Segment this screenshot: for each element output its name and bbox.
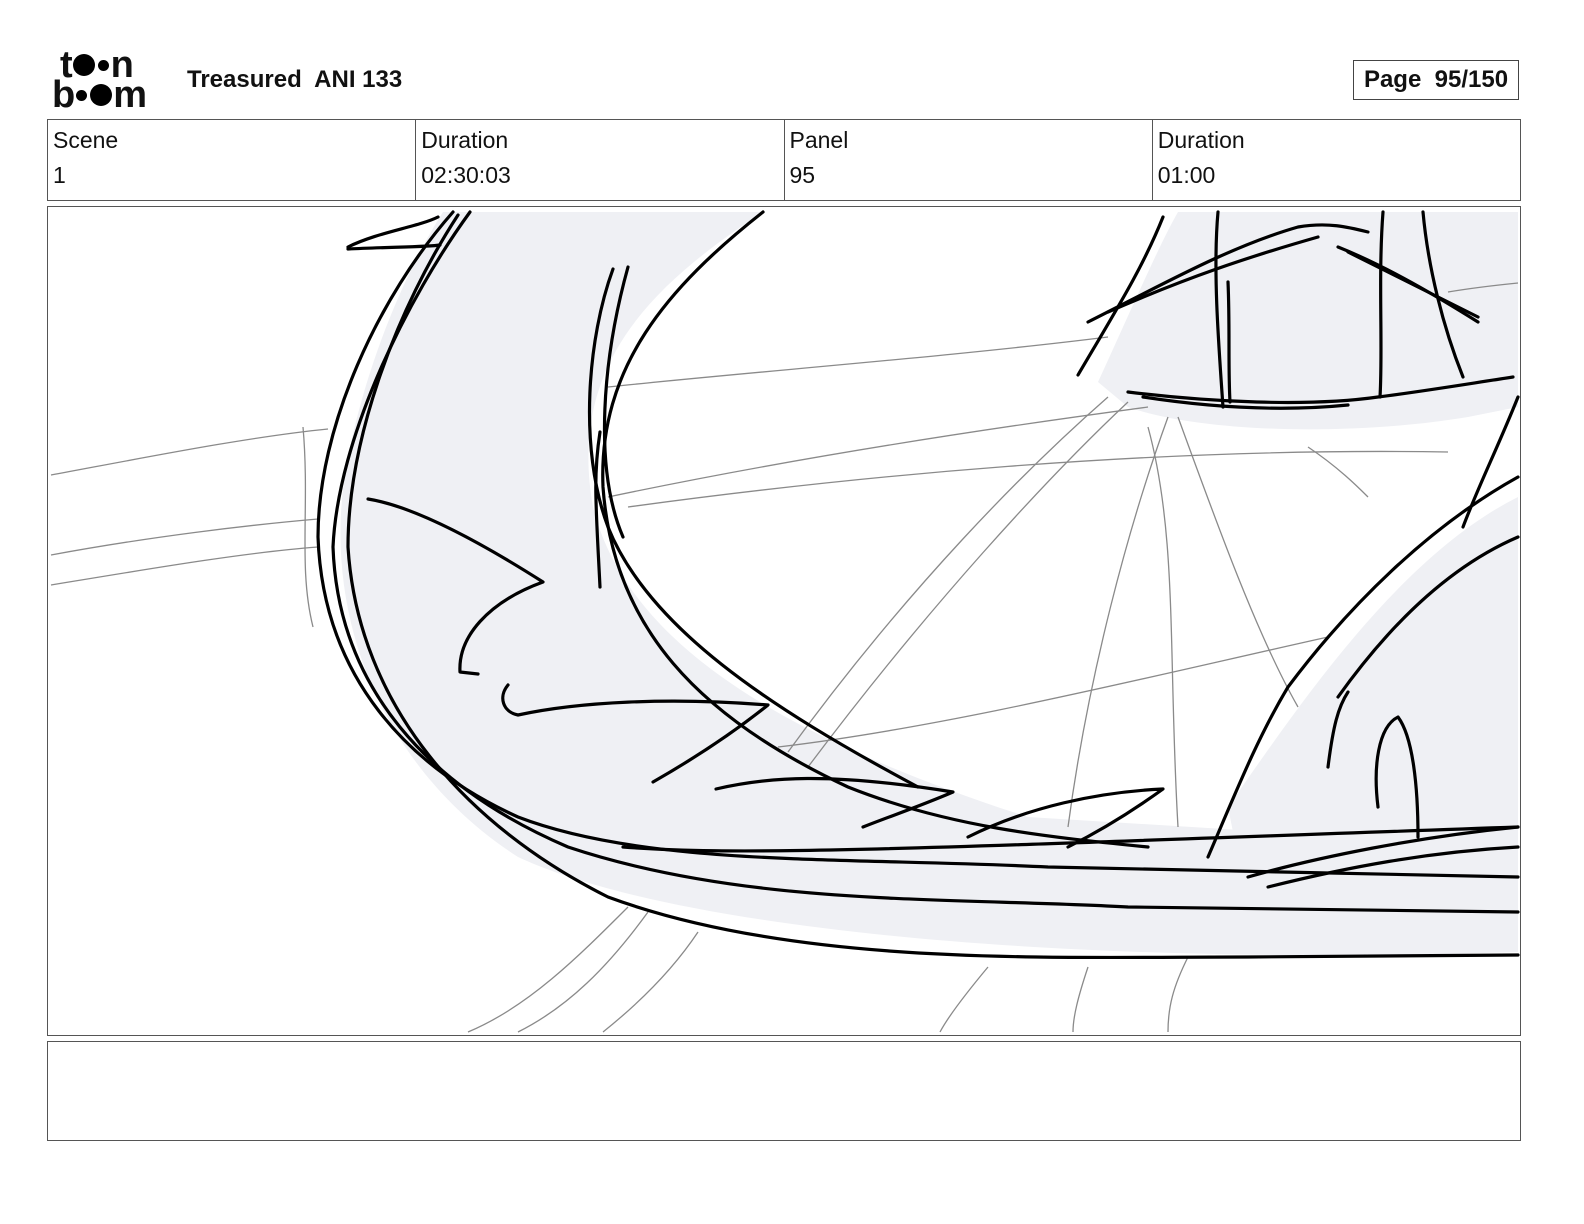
guide-line: [1067, 416, 1169, 828]
guide-line: [1447, 282, 1519, 293]
panel-duration-label: Duration: [1157, 127, 1245, 153]
ink-stroke: [1326, 690, 1350, 769]
guide-line: [777, 636, 1329, 748]
guide-line: [467, 906, 629, 1033]
ink-stroke: [1374, 715, 1420, 839]
ink-stroke: [602, 265, 630, 539]
panel-duration-value: 01:00: [1157, 162, 1216, 188]
panel-value: 95: [789, 162, 816, 188]
storyboard-panel: [47, 206, 1521, 1036]
ink-stroke: [587, 267, 920, 789]
guide-line: [939, 966, 989, 1033]
ink-stroke: [366, 497, 545, 676]
scene-duration-cell: Duration 02:30:03: [416, 120, 785, 200]
guide-line: [1307, 446, 1369, 498]
panel-notes-box[interactable]: [47, 1041, 1521, 1141]
ink-stroke: [1226, 280, 1232, 404]
ink-stroke: [501, 683, 770, 784]
ink-stroke: [1214, 210, 1225, 409]
ink-stroke: [1076, 215, 1165, 377]
ink-stroke: [1378, 210, 1385, 399]
ink-stroke: [601, 210, 1150, 849]
guide-line: [607, 336, 1109, 388]
guide-line: [517, 911, 649, 1033]
sketch-fill-tower: [1098, 212, 1518, 430]
ink-stroke: [316, 210, 1520, 879]
ink-stroke: [1206, 475, 1520, 859]
guide-line: [1072, 966, 1089, 1033]
guide-line: [50, 518, 319, 556]
guide-line: [602, 931, 699, 1033]
scene-info-table: Scene 1 Duration 02:30:03 Panel 95 Durat…: [47, 119, 1521, 201]
guide-line: [1147, 426, 1179, 828]
ink-stroke: [1461, 395, 1520, 529]
scene-cell: Scene 1: [48, 120, 417, 200]
ink-stroke: [1336, 535, 1520, 699]
ink-stroke: [346, 213, 1520, 960]
ink-stroke: [714, 776, 955, 829]
ink-stroke: [346, 243, 442, 251]
guide-line: [1177, 416, 1299, 708]
ink-stroke: [594, 430, 602, 589]
scene-duration-label: Duration: [421, 127, 509, 153]
guide-line: [787, 396, 1109, 753]
ink-stroke: [1266, 845, 1520, 889]
guide-line: [627, 450, 1449, 508]
project-title: Treasured ANI 133: [187, 66, 403, 93]
scene-label: Scene: [53, 127, 119, 153]
guide-line: [302, 426, 314, 628]
page-indicator: Page 95/150: [1353, 60, 1519, 100]
ink-stroke: [966, 787, 1165, 849]
ink-stroke: [621, 825, 1520, 853]
scene-value: 1: [53, 162, 66, 188]
panel-label: Panel: [789, 127, 849, 153]
ink-stroke: [1086, 223, 1370, 324]
ink-stroke: [1126, 375, 1515, 405]
scene-duration-value: 02:30:03: [421, 162, 511, 188]
ink-stroke: [1346, 250, 1480, 319]
sketch-fill-right: [1228, 497, 1518, 927]
ink-stroke: [1141, 395, 1350, 410]
panel-duration-cell: Duration 01:00: [1153, 120, 1520, 200]
guide-line: [1167, 956, 1189, 1033]
guide-line: [50, 546, 319, 586]
ink-stroke: [1421, 210, 1465, 379]
sketch-fill-curve: [340, 212, 1518, 956]
panel-sketch: [50, 210, 1520, 1033]
guide-line: [807, 401, 1129, 768]
guide-line: [50, 428, 329, 476]
ink-stroke: [346, 215, 440, 249]
guide-line: [607, 406, 1149, 498]
panel-cell: Panel 95: [785, 120, 1153, 200]
ink-stroke: [1246, 825, 1520, 879]
